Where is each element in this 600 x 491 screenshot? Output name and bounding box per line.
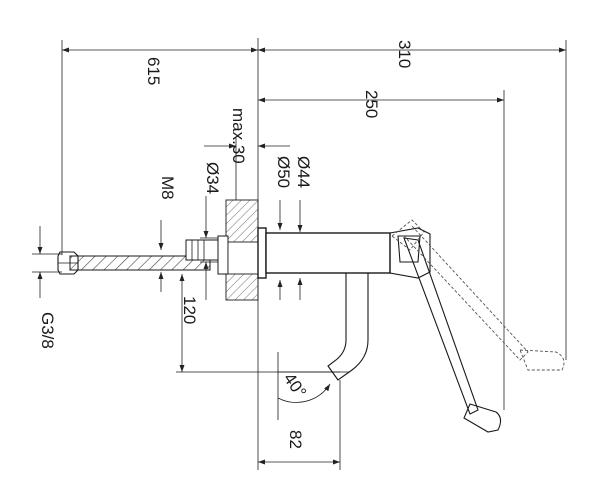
- dim-lever-reach: 250: [258, 90, 505, 410]
- dim-spout-height: 120: [176, 274, 350, 373]
- label-spout-height: 120: [180, 296, 199, 324]
- label-spout-angle: 40°: [280, 369, 310, 401]
- label-connection: G3/8: [38, 312, 57, 349]
- dim-spout-angle: 40°: [277, 352, 340, 420]
- dim-connection: G3/8: [32, 226, 62, 349]
- label-max-wall: max.30: [229, 108, 248, 164]
- dim-dia-sleeve: Ø34: [200, 162, 224, 300]
- label-total-length: 615: [144, 57, 163, 85]
- supply-hose: [57, 251, 211, 275]
- label-lever-reach: 250: [362, 90, 381, 118]
- dim-thread: M8: [158, 176, 177, 292]
- label-spout-offset: 82: [286, 430, 305, 449]
- lever-handle: [397, 235, 502, 433]
- spout: [327, 272, 369, 381]
- dim-dia-wall-plate: Ø50: [274, 156, 293, 300]
- lever-handle-alt-position: [391, 219, 565, 371]
- mounting-sleeve: [185, 235, 259, 275]
- faucet-body: [265, 227, 431, 279]
- label-thread: M8: [158, 176, 177, 200]
- wall-flange: [257, 227, 267, 279]
- dim-max-wall: max.30: [204, 108, 290, 200]
- dim-total-length: 615: [61, 40, 258, 255]
- dim-dia-body: Ø44: [294, 156, 313, 300]
- label-dia-body: Ø44: [294, 156, 313, 188]
- label-dia-sleeve: Ø34: [203, 162, 222, 194]
- dim-spout-offset: 82: [258, 380, 341, 470]
- label-overall-projection: 310: [395, 40, 414, 68]
- label-dia-wall-plate: Ø50: [274, 156, 293, 188]
